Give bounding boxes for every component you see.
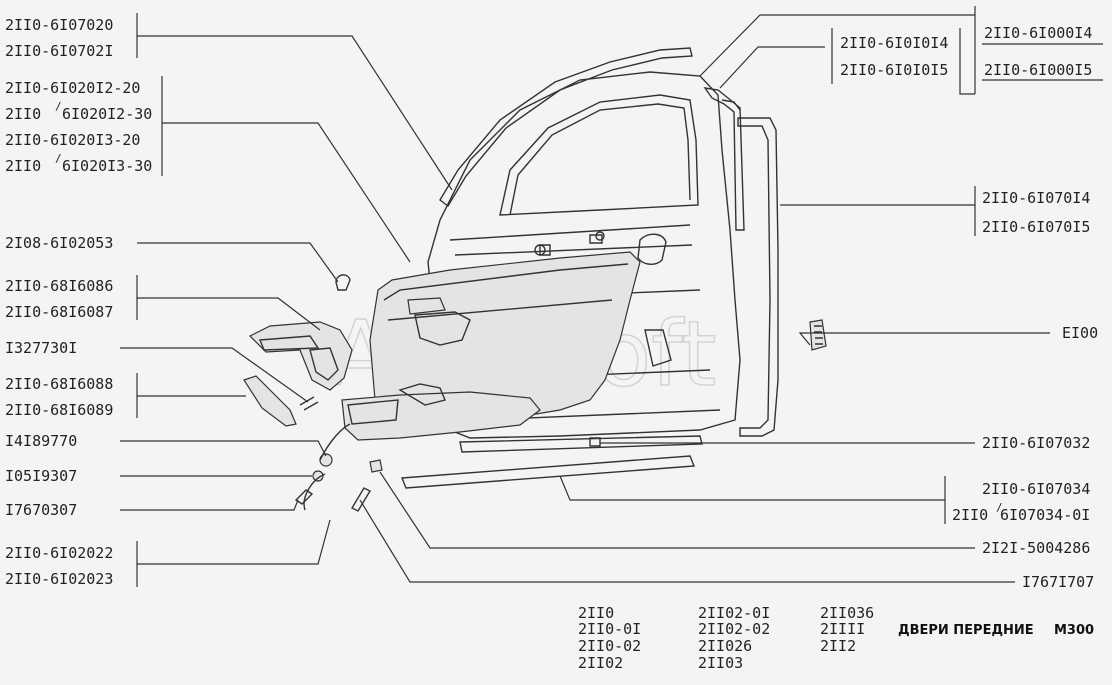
model-2-2: 2II02-02 [698, 620, 770, 638]
side-repeater [809, 319, 827, 351]
callout-c1-a: 2II0-6I07020 [5, 16, 113, 34]
callout-r8: I767I707 [1022, 573, 1094, 591]
callout-c2-b-mark: / [55, 100, 62, 113]
callout-c8: I05I9307 [5, 467, 77, 485]
model-1-4: 2II02 [578, 654, 623, 672]
callout-c5: I327730I [5, 339, 77, 357]
window-seal-strips [439, 47, 779, 437]
callout-r6-b-mark: / [996, 501, 1003, 514]
leader-lines [120, 6, 1103, 587]
model-3-3: 2II2 [820, 637, 856, 655]
callout-c2-b1: 2II0 [5, 105, 41, 123]
callout-c6-a: 2II0-68I6088 [5, 375, 113, 393]
callout-c10-a: 2II0-6I02022 [5, 544, 113, 562]
callout-r1-b: 2II0-6I0I0I5 [840, 61, 948, 79]
model-1-1: 2II0 [578, 604, 614, 622]
callout-c2-a: 2II0-6I020I2-20 [5, 79, 140, 97]
callout-r6-b1: 2II0 [952, 506, 988, 524]
callout-r1-a: 2II0-6I0I0I4 [840, 34, 948, 52]
callout-r2-b: 2II0-6I000I5 [984, 61, 1092, 79]
callout-c1-b: 2II0-6I0702I [5, 42, 113, 60]
diagram-caption: ДВЕРИ ПЕРЕДНИЕ [898, 623, 1034, 638]
callout-r2-a: 2II0-6I000I4 [984, 24, 1092, 42]
callout-c10-b: 2II0-6I02023 [5, 570, 113, 588]
left-callouts: 2II0-6I07020 2II0-6I0702I 2II0-6I020I2-2… [5, 16, 152, 588]
callout-r4: EI00 [1062, 324, 1098, 342]
callout-c2-d2: 6I020I3-30 [62, 157, 152, 175]
callout-c7: I4I89770 [5, 432, 77, 450]
door-trim-panel [369, 251, 641, 431]
diagram-code: M300 [1054, 623, 1094, 638]
callout-c4-b: 2II0-68I6087 [5, 303, 113, 321]
inner-handle [248, 321, 353, 391]
right-callouts: 2II0-6I0I0I4 2II0-6I0I0I5 2II0-6I000I4 2… [840, 24, 1098, 591]
callout-r6-a: 2II0-6I07034 [982, 480, 1090, 498]
model-2-1: 2II02-0I [698, 604, 770, 622]
callout-c2-d1: 2II0 [5, 157, 41, 175]
callout-c2-c: 2II0-6I020I3-20 [5, 131, 140, 149]
callout-c2-b2: 6I020I2-30 [62, 105, 152, 123]
door-mouldings [400, 435, 703, 489]
model-3-1: 2II036 [820, 604, 874, 622]
callout-r5: 2II0-6I07032 [982, 434, 1090, 452]
callout-c6-b: 2II0-68I6089 [5, 401, 113, 419]
model-1-2: 2II0-0I [578, 620, 641, 638]
callout-c9: I7670307 [5, 501, 77, 519]
callout-r7: 2I2I-5004286 [982, 539, 1090, 557]
model-1-3: 2II0-02 [578, 637, 641, 655]
model-list: 2II0 2II0-0I 2II0-02 2II02 2II02-0I 2II0… [578, 604, 1094, 672]
armrest-pocket [341, 383, 541, 441]
callout-c4-a: 2II0-68I6086 [5, 277, 113, 295]
callout-r3-b: 2II0-6I070I5 [982, 218, 1090, 236]
model-2-4: 2II03 [698, 654, 743, 672]
callout-c2-d-mark: / [55, 152, 62, 165]
callout-r3-a: 2II0-6I070I4 [982, 189, 1090, 207]
callout-c3: 2I08-6I02053 [5, 234, 113, 252]
fasteners [294, 274, 383, 512]
handle-cover [243, 375, 297, 427]
model-2-3: 2II026 [698, 637, 752, 655]
model-3-2: 2IIII [820, 620, 865, 638]
callout-r6-b2: 6I07034-0I [1000, 506, 1090, 524]
